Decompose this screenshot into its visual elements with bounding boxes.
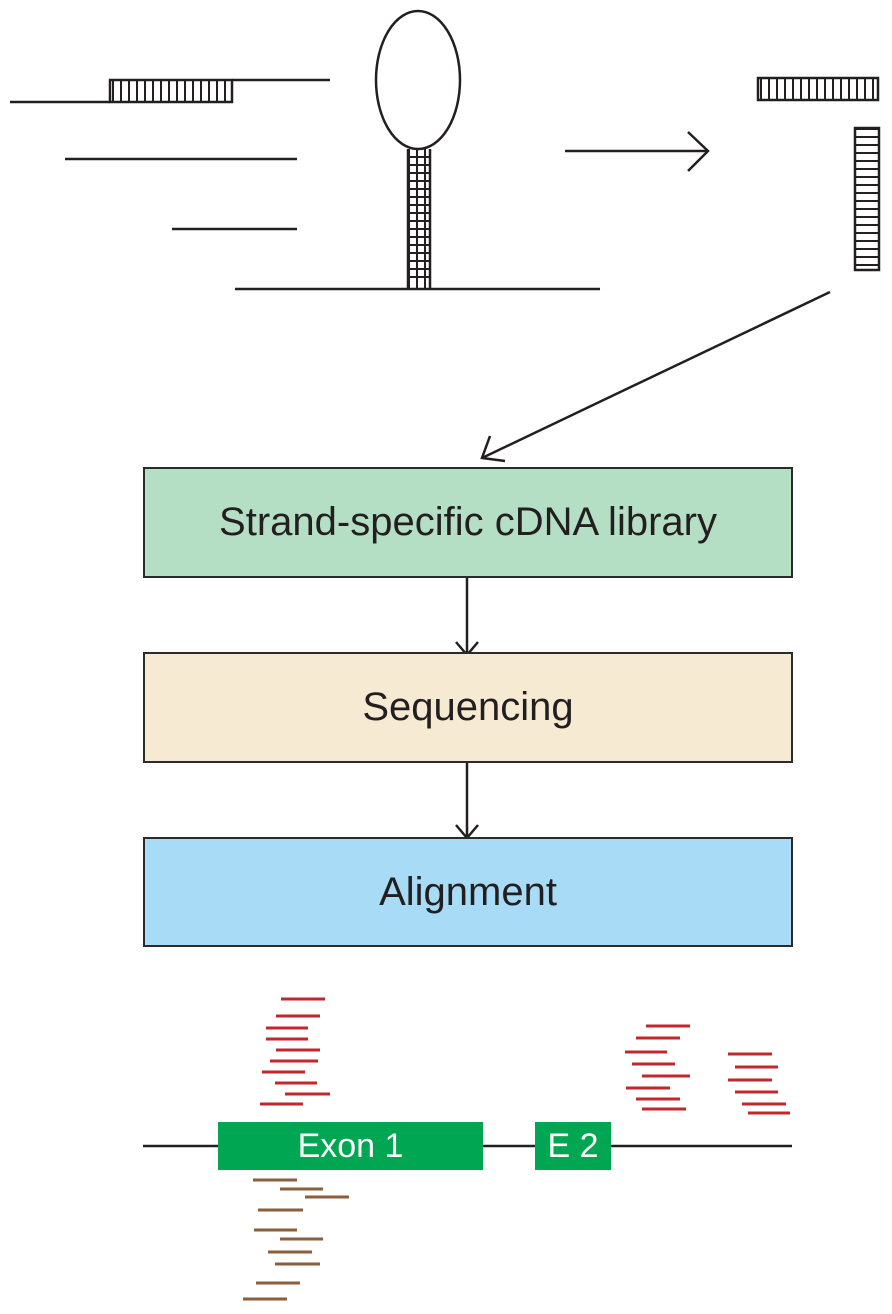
step-box-sequencing: Sequencing xyxy=(143,652,793,763)
diagonal-arrow xyxy=(480,290,831,463)
step-label-alignment: Alignment xyxy=(379,869,557,914)
sense-reads-downstream-1 xyxy=(625,1024,690,1111)
exon-1: Exon 1 xyxy=(218,1122,483,1170)
duplex-small-rna xyxy=(108,78,234,104)
duplex-fragment-horizontal xyxy=(756,76,880,102)
hairpin-rna xyxy=(235,9,600,291)
rna-strands xyxy=(10,78,330,231)
exon-2: E 2 xyxy=(535,1122,611,1170)
step-label-sequencing: Sequencing xyxy=(362,685,574,729)
sense-reads-downstream-2 xyxy=(728,1052,790,1115)
sense-reads-exon1 xyxy=(260,997,330,1106)
flow-arrow-2 xyxy=(455,763,479,840)
step-box-library: Strand-specific cDNA library xyxy=(143,467,793,578)
duplex-fragment-vertical xyxy=(853,126,881,272)
antisense-reads xyxy=(243,1178,349,1301)
process-arrow xyxy=(565,131,710,172)
exon-1-label: Exon 1 xyxy=(297,1126,404,1165)
exon-2-label: E 2 xyxy=(547,1126,599,1165)
step-box-alignment: Alignment xyxy=(143,837,793,947)
flow-arrow-1 xyxy=(455,578,479,657)
step-label-library: Strand-specific cDNA library xyxy=(219,500,717,544)
